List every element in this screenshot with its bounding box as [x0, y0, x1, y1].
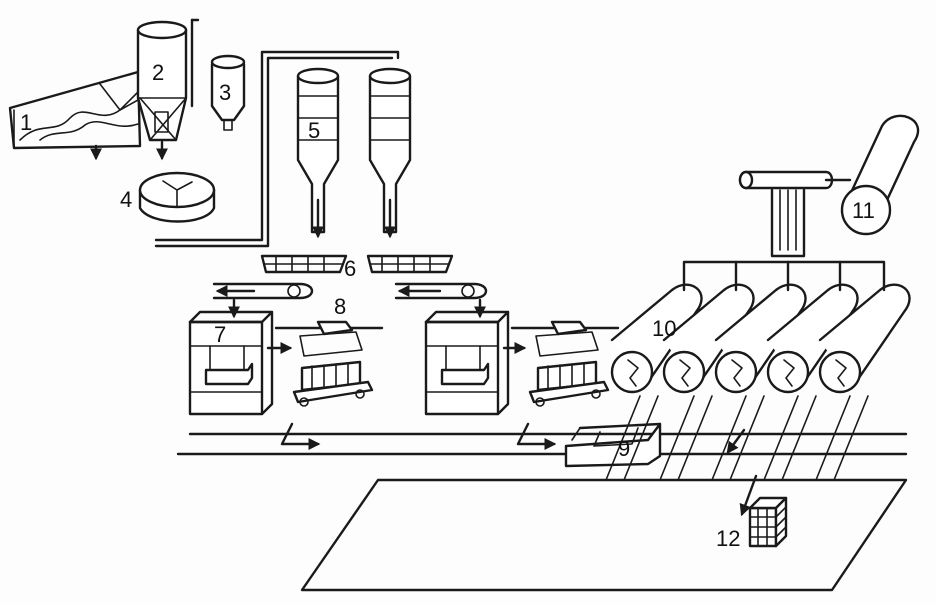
- boiler-11: [738, 114, 920, 236]
- label-2: 2: [152, 60, 164, 85]
- label-10: 10: [652, 316, 676, 341]
- product-stack-12: [748, 496, 788, 548]
- silo-5: [296, 67, 340, 239]
- label-12: 12: [716, 526, 740, 551]
- transfer-car-9: [564, 422, 662, 468]
- label-11: 11: [852, 198, 875, 223]
- label-4: 4: [120, 187, 132, 212]
- label-8: 8: [334, 294, 346, 319]
- label-7: 7: [214, 322, 226, 347]
- rail-track: [176, 422, 908, 456]
- steam-pipes: [682, 188, 886, 292]
- conveyor-6: [260, 254, 454, 274]
- feed-belt-right: [394, 282, 488, 300]
- label-5: 5: [308, 118, 320, 143]
- autoclaves-10: [605, 283, 911, 481]
- storage-yard: [300, 428, 908, 592]
- storage-shed-1: [8, 70, 142, 161]
- cart-8: [274, 320, 384, 407]
- press-7: [188, 310, 293, 416]
- label-9: 9: [618, 436, 630, 461]
- press-7b: [424, 310, 527, 416]
- label-1: 1: [20, 110, 32, 135]
- cart-8b: [510, 320, 620, 407]
- silo-2: [136, 18, 200, 161]
- label-6: 6: [344, 256, 356, 281]
- pipeline: [154, 50, 400, 248]
- mixer-4: [138, 171, 216, 223]
- hopper-3: [210, 54, 246, 131]
- feed-belt-left: [212, 282, 314, 300]
- label-3: 3: [219, 80, 231, 105]
- silo-5b: [368, 67, 412, 239]
